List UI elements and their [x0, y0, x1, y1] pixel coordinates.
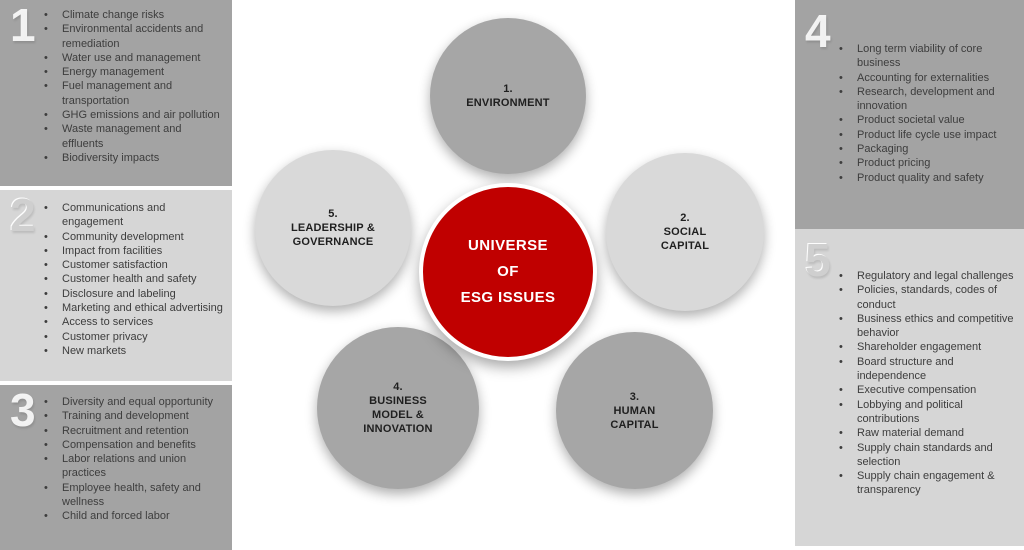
circle-social-capital-label: 2. SOCIAL CAPITAL [654, 211, 716, 253]
circle-human-capital-label: 3. HUMAN CAPITAL [604, 390, 666, 432]
panel-1-number: 1 [10, 0, 36, 51]
bullet-item: Supply chain engagement & transparency [837, 469, 1016, 498]
panel-4-number: 4 [805, 5, 831, 57]
circle-human-capital-name: HUMAN CAPITAL [610, 404, 659, 431]
bullet-item: Disclosure and labeling [42, 287, 224, 302]
bullet-item: Accounting for externalities [837, 71, 1016, 86]
universe-esg-label: UNIVERSE OF ESG ISSUES [461, 233, 556, 311]
bullet-item: Customer satisfaction [42, 258, 224, 273]
bullet-item: Employee health, safety and wellness [42, 481, 224, 510]
circle-business-model-innovation: 4. BUSINESS MODEL & INNOVATION [317, 327, 479, 489]
bullet-item: Customer health and safety [42, 272, 224, 287]
bullet-item: Diversity and equal opportunity [42, 395, 224, 410]
bullet-item: Customer privacy [42, 330, 224, 345]
circle-environment-number: 1. [503, 83, 513, 95]
bullet-item: Product quality and safety [837, 171, 1016, 186]
bullet-item: Long term viability of core business [837, 42, 1016, 71]
panel-5-bullet-list: Regulatory and legal challengesPolicies,… [795, 229, 1024, 498]
bullet-item: Access to services [42, 315, 224, 330]
circle-business-model-number: 4. [393, 381, 403, 393]
bullet-item: Community development [42, 230, 224, 245]
bullet-item: Energy management [42, 65, 224, 80]
bullet-item: Lobbying and political contributions [837, 398, 1016, 427]
panel-4-bullet-list: Long term viability of core businessAcco… [795, 0, 1024, 185]
panel-3-bullet-list: Diversity and equal opportunityTraining … [0, 385, 232, 524]
circle-leadership-name: LEADERSHIP & GOVERNANCE [290, 222, 376, 248]
bullet-item: Environmental accidents and remediation [42, 22, 224, 51]
bullet-item: Product pricing [837, 156, 1016, 171]
circle-business-model-name: BUSINESS MODEL & INNOVATION [363, 395, 433, 435]
circle-universe-of-esg-issues: UNIVERSE OF ESG ISSUES [419, 183, 597, 361]
circle-human-capital: 3. HUMAN CAPITAL [556, 332, 713, 489]
bullet-item: Policies, standards, codes of conduct [837, 283, 1016, 312]
circle-human-capital-number: 3. [629, 390, 640, 403]
bullet-item: Marketing and ethical advertising [42, 301, 224, 316]
bullet-item: Recruitment and retention [42, 424, 224, 439]
bullet-item: Shareholder engagement [837, 340, 1016, 355]
circle-leadership-governance: 5. LEADERSHIP & GOVERNANCE [255, 150, 411, 306]
panel-1-bullet-list: Climate change risksEnvironmental accide… [0, 0, 232, 166]
panel-2-social-capital-list: 2 Communications and engagementCommunity… [0, 190, 232, 381]
circle-environment: 1. ENVIRONMENT [430, 18, 586, 174]
circle-leadership-label: 5. LEADERSHIP & GOVERNANCE [277, 207, 389, 249]
bullet-item: Labor relations and union practices [42, 452, 224, 481]
bullet-item: Waste management and effluents [42, 122, 224, 151]
panel-1-environment-list: 1 Climate change risksEnvironmental acci… [0, 0, 232, 186]
bullet-item: Packaging [837, 142, 1016, 157]
bullet-item: Climate change risks [42, 8, 224, 23]
bullet-item: Product societal value [837, 113, 1016, 128]
bullet-item: Board structure and independence [837, 355, 1016, 384]
panel-5-number: 5 [805, 234, 831, 286]
panel-4-business-model-list: 4 Long term viability of core businessAc… [795, 0, 1024, 229]
universe-line-3: ESG ISSUES [460, 289, 556, 306]
bullet-item: Communications and engagement [42, 201, 224, 230]
panel-3-human-capital-list: 3 Diversity and equal opportunityTrainin… [0, 385, 232, 550]
bullet-item: GHG emissions and air pollution [42, 108, 224, 123]
bullet-item: Research, development and innovation [837, 85, 1016, 114]
bullet-item: Fuel management and transportation [42, 79, 224, 108]
bullet-item: Training and development [42, 409, 224, 424]
circle-social-capital-name: SOCIAL CAPITAL [660, 226, 710, 252]
panel-3-number: 3 [10, 384, 36, 436]
circle-social-capital-number: 2. [680, 212, 690, 224]
bullet-item: Impact from facilities [42, 244, 224, 259]
circle-social-capital: 2. SOCIAL CAPITAL [606, 153, 764, 311]
circle-business-model-label: 4. BUSINESS MODEL & INNOVATION [354, 380, 442, 436]
bullet-item: Child and forced labor [42, 509, 224, 524]
bullet-item: New markets [42, 344, 224, 359]
bullet-item: Compensation and benefits [42, 438, 224, 453]
bullet-item: Product life cycle use impact [837, 128, 1016, 143]
bullet-item: Supply chain standards and selection [837, 441, 1016, 470]
bullet-item: Raw material demand [837, 426, 1016, 441]
circle-leadership-number: 5. [328, 208, 338, 220]
bullet-item: Executive compensation [837, 383, 1016, 398]
panel-2-bullet-list: Communications and engagementCommunity d… [0, 190, 232, 359]
bullet-item: Biodiversity impacts [42, 151, 224, 166]
bullet-item: Regulatory and legal challenges [837, 269, 1016, 284]
bullet-item: Water use and management [42, 51, 224, 66]
circle-environment-name: ENVIRONMENT [466, 97, 550, 109]
circle-environment-label: 1. ENVIRONMENT [453, 82, 563, 110]
panel-5-governance-list: 5 Regulatory and legal challengesPolicie… [795, 229, 1024, 546]
universe-line-1: UNIVERSE [468, 237, 548, 254]
bullet-item: Business ethics and competitive behavior [837, 312, 1016, 341]
universe-line-2: OF [497, 263, 519, 280]
panel-2-number: 2 [10, 189, 36, 241]
